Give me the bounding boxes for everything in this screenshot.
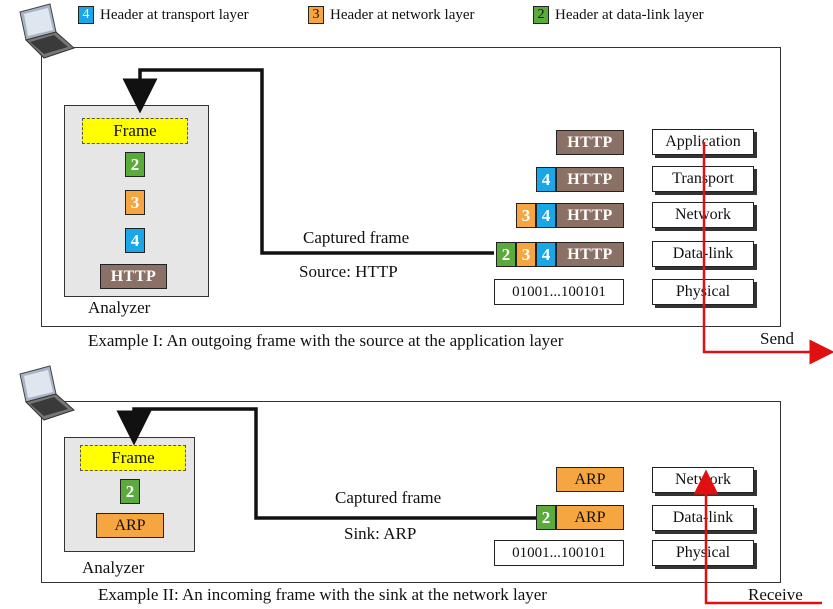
example1-direction-label: Send [760,329,794,348]
example1-app-payload: HTTP [556,130,624,155]
legend-network-label: Header at network layer [330,6,475,23]
example1-transport-payload: HTTP [556,167,624,192]
legend-transport-label: Header at transport layer [100,6,249,23]
example2-capture-line [116,407,536,520]
example2-analyzer-label: Analyzer [82,558,145,577]
example2-bits: 01001...100101 [494,540,624,566]
example1-analyzer-h4: 4 [125,228,145,253]
example1-bits: 01001...100101 [494,279,624,305]
example2-datalink-payload: ARP [556,505,624,530]
example1-capture-line [122,68,494,255]
example2-datalink-h2: 2 [536,505,556,530]
example1-captured-label: Captured frame [303,228,410,247]
example1-analyzer-label: Analyzer [88,298,151,317]
example2-layer-physical: Physical [652,540,754,566]
example2-analyzer-frame: Frame [80,445,186,471]
example2-analyzer-payload: ARP [96,513,164,538]
example1-datalink-payload: HTTP [556,242,624,267]
example1-source-label: Source: HTTP [299,262,398,281]
example1-send-arrow [702,142,833,365]
example1-analyzer-h2: 2 [125,152,145,177]
example2-layer-datalink: Data-link [652,505,754,531]
example2-network-payload: ARP [556,467,624,492]
legend-network: 3 Header at network layer [308,6,475,24]
example2-analyzer-h2: 2 [120,479,140,504]
laptop-icon [19,3,75,59]
example1-datalink-h3: 3 [516,242,536,267]
legend-transport: 4 Header at transport layer [78,6,249,24]
example2-direction-label: Receive [748,585,803,604]
laptop-icon [19,365,75,421]
example1-datalink-h2: 2 [496,242,516,267]
example1-network-payload: HTTP [556,203,624,228]
example1-datalink-h4: 4 [536,242,556,267]
example1-analyzer-frame: Frame [82,118,188,144]
datalink-swatch: 2 [533,6,549,24]
example2-receive-arrow [693,469,822,605]
legend-datalink: 2 Header at data-link layer [533,6,704,24]
example1-caption: Example I: An outgoing frame with the so… [88,331,564,350]
example1-analyzer-payload: HTTP [100,264,167,289]
example1-analyzer-h3: 3 [125,190,145,215]
example1-network-h3: 3 [516,203,536,228]
example1-transport-h4: 4 [536,167,556,192]
example2-sink-label: Sink: ARP [344,524,417,543]
example2-caption: Example II: An incoming frame with the s… [98,585,547,604]
transport-swatch: 4 [78,6,94,24]
legend-datalink-label: Header at data-link layer [555,6,704,23]
network-swatch: 3 [308,6,324,24]
example1-network-h4: 4 [536,203,556,228]
example2-captured-label: Captured frame [335,488,442,507]
